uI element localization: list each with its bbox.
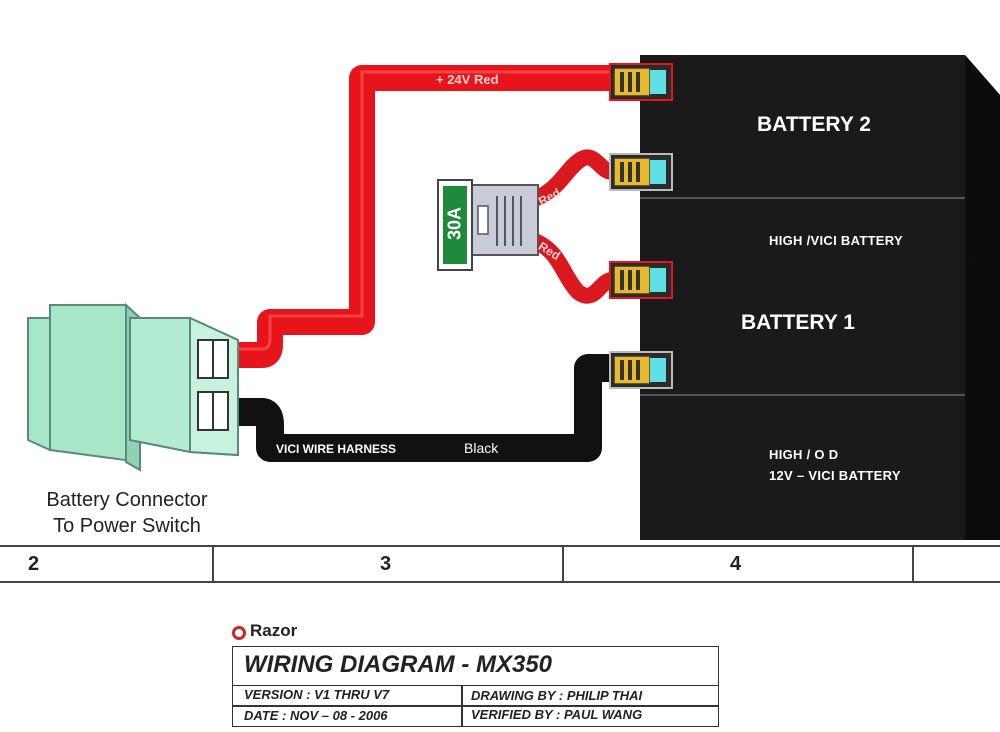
- drawing-by-field: DRAWING BY : PHILIP THAI: [471, 688, 643, 703]
- terminal-battery1-negative: [609, 351, 673, 389]
- connector-caption: Battery Connector To Power Switch: [22, 487, 232, 539]
- zone-number: 4: [730, 553, 742, 575]
- version-field: VERSION : V1 THRU V7: [244, 687, 390, 702]
- zone-ruler: 2 3 4: [0, 545, 1000, 583]
- battery-connector: [27, 302, 239, 472]
- zone-divider: [212, 547, 214, 583]
- drawing-title: WIRING DIAGRAM - MX350: [244, 651, 553, 678]
- terminal-battery2-positive: [609, 63, 673, 101]
- zone-divider: [912, 547, 914, 583]
- wiring-diagram-svg: [27, 55, 1000, 540]
- jumper-wire-bottom: [524, 232, 620, 304]
- negative-black-wire: [232, 354, 612, 462]
- connector-caption-line2: To Power Switch: [53, 515, 201, 537]
- battery-1-label: BATTERY 1: [741, 311, 855, 334]
- black-wire-label: Black: [464, 440, 499, 456]
- grid-divider-horizontal: [232, 705, 719, 707]
- battery-1-sublabel-line2: 12V – VICI BATTERY: [769, 468, 901, 483]
- battery-2-sublabel: HIGH /VICI BATTERY: [769, 233, 903, 248]
- battery-2-label: BATTERY 2: [757, 113, 871, 136]
- date-field: DATE : NOV – 08 - 2006: [244, 708, 388, 723]
- jumper-wire-top: [524, 149, 620, 208]
- zone-divider: [562, 547, 564, 583]
- zone-number: 2: [28, 553, 40, 575]
- wiring-diagram: 30A BATTERY 2 HIGH /VICI BATTERY BATTERY…: [22, 55, 1000, 540]
- connector-caption-line1: Battery Connector: [46, 489, 208, 511]
- fuse-label: 30A: [444, 206, 465, 241]
- razor-logo-icon: [232, 626, 246, 640]
- harness-label: VICI WIRE HARNESS: [276, 442, 397, 456]
- terminal-battery2-negative: [609, 153, 673, 191]
- fuse-30a: [437, 179, 539, 271]
- verified-by-field: VERIFIED BY : PAUL WANG: [471, 707, 643, 722]
- positive-wire-label: + 24V Red: [436, 72, 499, 87]
- battery-1-sublabel-line1: HIGH / O D: [769, 447, 839, 462]
- title-block: Razor WIRING DIAGRAM - MX350 VERSION : V…: [230, 612, 720, 732]
- brand-name: Razor: [250, 621, 298, 640]
- zone-number: 3: [380, 553, 392, 575]
- terminal-battery1-positive: [609, 261, 673, 299]
- positive-red-wire: [232, 65, 612, 368]
- battery-1: [640, 252, 1000, 540]
